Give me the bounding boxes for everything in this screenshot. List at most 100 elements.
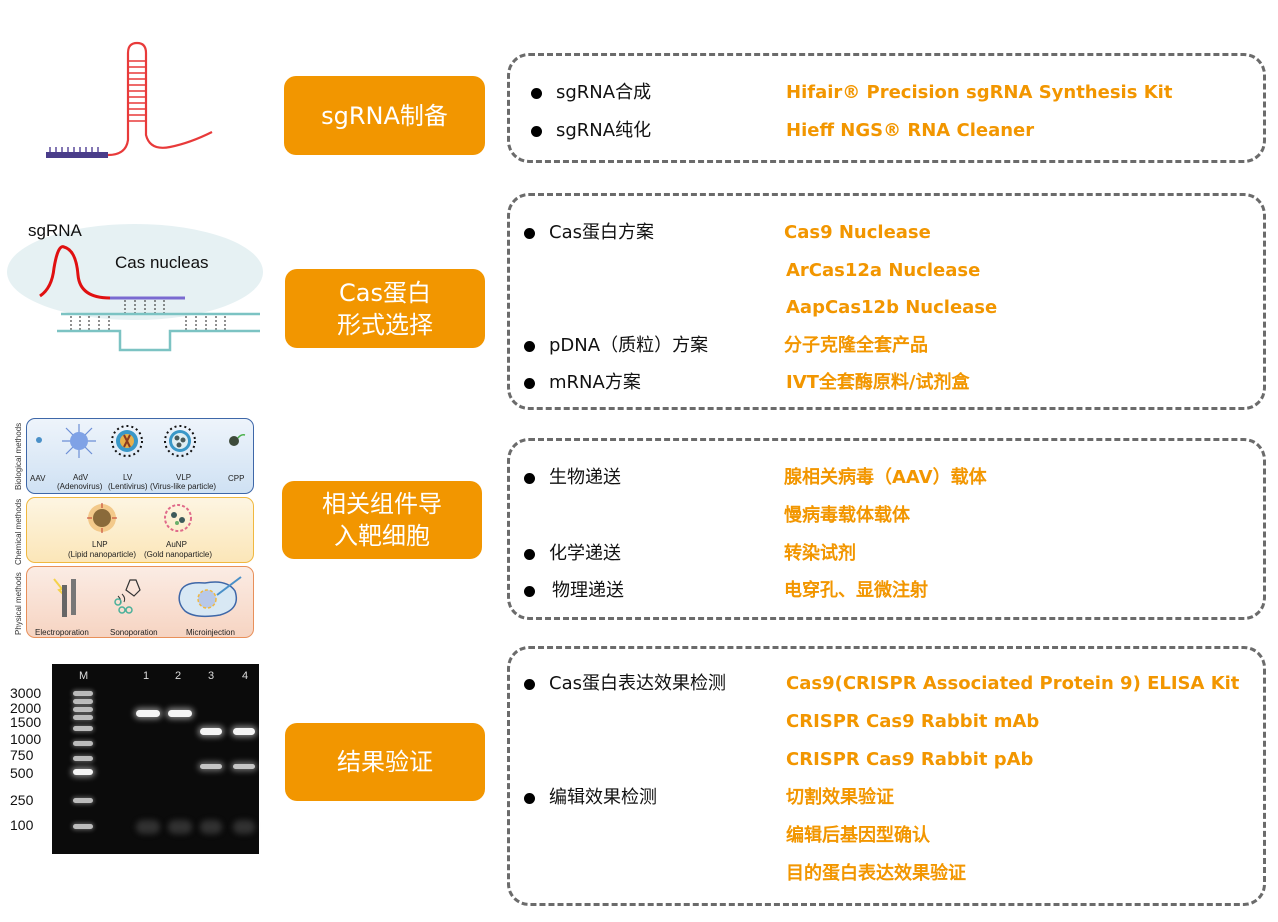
bullet-icon (524, 473, 535, 484)
marker-label: 100 (10, 817, 34, 833)
product-link[interactable]: CRISPR Cas9 Rabbit mAb (786, 711, 1040, 732)
electroporation-icon (53, 578, 76, 617)
product-link[interactable]: Hifair® Precision sgRNA Synthesis Kit (786, 82, 1173, 103)
electroporation-label: Electroporation (35, 628, 89, 637)
product-link[interactable]: 转染试剂 (784, 543, 856, 564)
lane-label: 2 (175, 670, 182, 682)
marker-label: 1000 (10, 731, 42, 747)
ladder-band (73, 691, 93, 696)
lane-label: 4 (242, 670, 249, 682)
primer-smear (200, 820, 222, 834)
ladder-band (73, 707, 93, 712)
lv-sub-label: (Lentivirus) (108, 482, 148, 491)
item-label: sgRNA合成 (556, 82, 652, 103)
ladder-band (73, 726, 93, 731)
stage-title: 相关组件导 入靶细胞 (322, 490, 442, 550)
item-label: 物理递送 (552, 580, 624, 601)
stage-delivery-button[interactable]: 相关组件导 入靶细胞 (282, 481, 482, 559)
product-link[interactable]: Hieff NGS® RNA Cleaner (786, 120, 1035, 141)
item-label: Cas蛋白表达效果检测 (549, 673, 726, 694)
marker-label: 500 (10, 765, 34, 781)
product-link[interactable]: IVT全套酶原料/试剂盒 (786, 372, 970, 393)
primer-smear (233, 820, 255, 834)
product-link[interactable]: 编辑后基因型确认 (786, 825, 930, 846)
gel-image: M 1 2 3 4 (52, 664, 259, 854)
product-link[interactable]: Cas9(CRISPR Associated Protein 9) ELISA … (786, 673, 1240, 694)
lnp-sub-label: (Lipid nanoparticle) (68, 550, 137, 559)
item-label: Cas蛋白方案 (549, 222, 654, 243)
bullet-icon (524, 586, 535, 597)
list-item: 编辑效果检测 切割效果验证 (510, 783, 1263, 813)
bullet-icon (524, 679, 535, 690)
list-item: mRNA方案 IVT全套酶原料/试剂盒 (510, 368, 1263, 398)
product-link[interactable]: ArCas12a Nuclease (786, 260, 981, 281)
product-link[interactable]: 电穿孔、显微注射 (784, 580, 928, 601)
lane-label: 1 (143, 670, 150, 682)
product-link[interactable]: 慢病毒载体载体 (784, 505, 910, 526)
ladder-band (73, 699, 93, 704)
cas-nuclease-illustration: sgRNA Cas nucleas (7, 221, 263, 352)
adv-label: AdV (73, 473, 89, 482)
ladder-band (73, 824, 93, 829)
product-link[interactable]: 腺相关病毒（AAV）载体 (784, 467, 987, 488)
stage-cas-protein-button[interactable]: Cas蛋白 形式选择 (285, 269, 485, 348)
microinjection-label: Microinjection (186, 628, 235, 637)
sgrna-prep-panel: sgRNA合成 Hifair® Precision sgRNA Synthesi… (507, 53, 1266, 163)
list-item: 物理递送 电穿孔、显微注射 (510, 576, 1263, 606)
list-item: 化学递送 转染试剂 (510, 539, 1263, 569)
stage-title: 结果验证 (337, 748, 433, 776)
aav-label: AAV (30, 474, 46, 483)
item-label: 化学递送 (549, 543, 621, 564)
stage-sgrna-prep-button[interactable]: sgRNA制备 (284, 76, 485, 155)
microinjection-icon (178, 576, 242, 618)
product-link[interactable]: 切割效果验证 (786, 787, 894, 808)
list-item: AapCas12b Nuclease (510, 293, 1263, 323)
marker-label: 250 (10, 792, 34, 808)
item-label: 编辑效果检测 (549, 787, 657, 808)
sonoporation-label: Sonoporation (110, 628, 158, 637)
list-item: Cas蛋白方案 Cas9 Nuclease (510, 218, 1263, 248)
adv-sub-label: (Adenovirus) (57, 482, 103, 491)
product-link[interactable]: CRISPR Cas9 Rabbit pAb (786, 749, 1034, 770)
aav-icon (36, 437, 42, 443)
vlp-label: VLP (176, 473, 192, 482)
lentivirus-icon (111, 425, 143, 457)
physical-methods-label: Physical methods (14, 572, 23, 635)
list-item: CRISPR Cas9 Rabbit pAb (510, 745, 1263, 775)
product-link[interactable]: 目的蛋白表达效果验证 (786, 863, 966, 884)
marker-label: 2000 (10, 700, 42, 716)
marker-label: 1500 (10, 714, 42, 730)
ladder-band (73, 798, 93, 803)
ladder-band (73, 741, 93, 746)
cas-protein-panel: Cas蛋白方案 Cas9 Nuclease ArCas12a Nuclease … (507, 193, 1266, 410)
product-link[interactable]: Cas9 Nuclease (784, 222, 931, 243)
bullet-icon (524, 549, 535, 560)
item-label: pDNA（质粒）方案 (549, 335, 709, 356)
stage-validation-button[interactable]: 结果验证 (285, 723, 485, 801)
marker-label: 3000 (10, 685, 42, 701)
sample-band (136, 710, 160, 717)
cpp-label: CPP (228, 474, 245, 483)
ladder-band (73, 715, 93, 720)
product-link[interactable]: 分子克隆全套产品 (784, 335, 928, 356)
ladder-band-bright (73, 769, 93, 775)
aunp-label: AuNP (166, 540, 187, 549)
list-item: 目的蛋白表达效果验证 (510, 859, 1263, 889)
item-label: mRNA方案 (549, 372, 641, 393)
sample-band (200, 728, 222, 735)
list-item: CRISPR Cas9 Rabbit mAb (510, 707, 1263, 737)
cas-nucleas-text: Cas nucleas (115, 253, 209, 272)
sample-band (200, 764, 222, 769)
chemical-methods-box (26, 497, 254, 563)
primer-smear (168, 820, 192, 834)
list-item: 生物递送 腺相关病毒（AAV）载体 (510, 463, 1263, 493)
vlp-icon (164, 425, 196, 457)
validation-panel: Cas蛋白表达效果检测 Cas9(CRISPR Associated Prote… (507, 646, 1266, 906)
lane-label: M (79, 670, 89, 682)
lnp-icon (87, 503, 117, 533)
lnp-label: LNP (92, 540, 108, 549)
lv-label: LV (123, 473, 133, 482)
product-link[interactable]: AapCas12b Nuclease (786, 297, 998, 318)
chemical-methods-label: Chemical methods (14, 498, 23, 565)
sonoporation-icon (114, 579, 141, 614)
